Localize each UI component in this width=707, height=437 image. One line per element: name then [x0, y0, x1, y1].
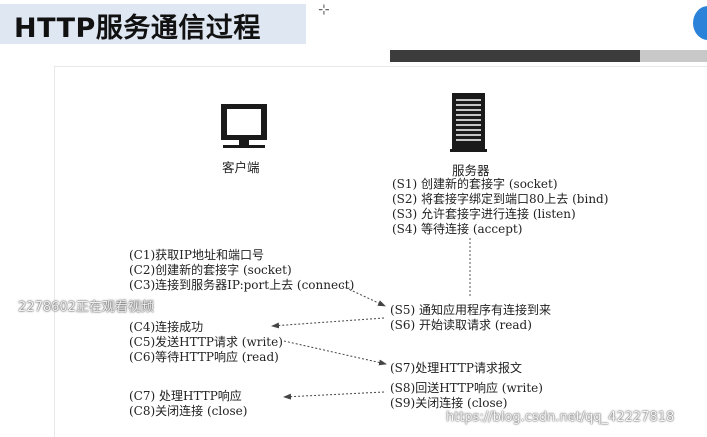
- corner-logo-icon: [693, 6, 707, 40]
- step-c4: (C4)连接成功: [129, 320, 204, 334]
- computer-monitor-icon: [221, 104, 267, 148]
- arrow-response: [283, 391, 385, 400]
- step-s8: (S8)回送HTTP响应 (write): [390, 381, 543, 395]
- server-steps-setup: (S1) 创建新的套接字 (socket) (S2) 将套接字绑定到端口80上去…: [392, 177, 608, 237]
- step-s3: (S3) 允许套接字进行连接 (listen): [392, 207, 576, 221]
- arrow-request: [283, 340, 387, 366]
- viewer-count-watermark: 2278602正在观看视频: [18, 300, 154, 315]
- server-label: 服务器: [452, 163, 490, 178]
- slide-title: HTTP服务通信过程: [14, 13, 261, 44]
- figure-left-border: [54, 66, 55, 437]
- arrow-accept-reply: [271, 317, 385, 329]
- step-s1: (S1) 创建新的套接字 (socket): [392, 177, 558, 191]
- server-steps-respond: (S8)回送HTTP响应 (write) (S9)关闭连接 (close): [390, 381, 543, 411]
- client-label: 客户端: [222, 160, 260, 175]
- server-steps-accept: (S5) 通知应用程序有连接到来 (S6) 开始读取请求 (read): [390, 303, 551, 333]
- blog-url-watermark: https://blog.csdn.net/qq_42227818: [446, 410, 675, 425]
- step-c8: (C8)关闭连接 (close): [129, 404, 248, 418]
- step-c1: (C1)获取IP地址和端口号: [129, 248, 264, 262]
- step-s5: (S5) 通知应用程序有连接到来: [390, 303, 552, 317]
- step-c5: (C5)发送HTTP请求 (write): [129, 335, 283, 349]
- step-s7: (S7)处理HTTP请求报文: [390, 361, 522, 375]
- step-s4: (S4) 等待连接 (accept): [392, 222, 523, 236]
- figure-top-border: [54, 66, 707, 67]
- step-c2: (C2)创建新的套接字 (socket): [129, 263, 292, 277]
- client-steps-request: (C4)连接成功 (C5)发送HTTP请求 (write) (C6)等待HTTP…: [129, 320, 283, 365]
- step-c7: (C7) 处理HTTP响应: [129, 389, 242, 403]
- step-s6: (S6) 开始读取请求 (read): [390, 318, 532, 332]
- step-s2: (S2) 将套接字绑定到端口80上去 (bind): [392, 192, 609, 206]
- crosshair-cursor-icon: ⊹: [318, 2, 330, 18]
- title-banner: [0, 4, 306, 44]
- step-c3: (C3)连接到服务器IP:port上去 (connect): [129, 278, 355, 292]
- header-accent-bar-light: [640, 50, 707, 62]
- server-rack-icon: [450, 93, 487, 152]
- step-s9: (S9)关闭连接 (close): [390, 396, 508, 410]
- step-c6: (C6)等待HTTP响应 (read): [129, 350, 279, 364]
- header-accent-bar: [390, 50, 640, 62]
- client-steps-finish: (C7) 处理HTTP响应 (C8)关闭连接 (close): [129, 389, 247, 419]
- client-steps-connect: (C1)获取IP地址和端口号 (C2)创建新的套接字 (socket) (C3)…: [129, 248, 354, 293]
